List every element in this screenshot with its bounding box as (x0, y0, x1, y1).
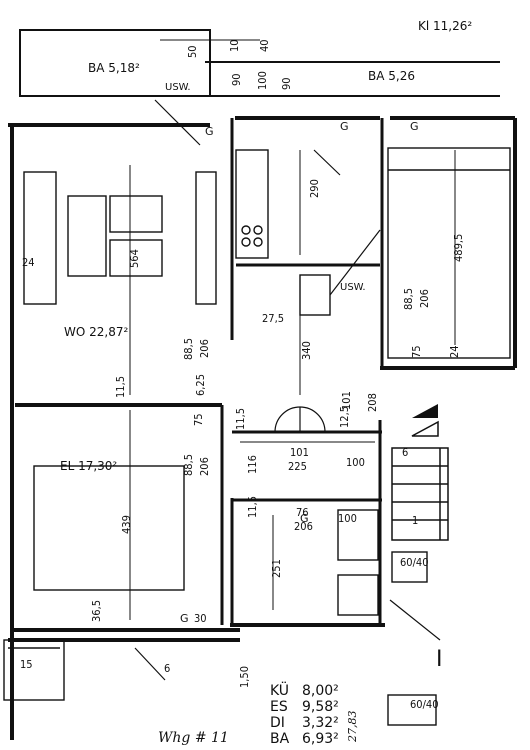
dim-125: 12,5 (338, 406, 351, 428)
dim-206c: 206 (198, 457, 211, 476)
area-total: 27,83 (346, 711, 359, 744)
dim-150: 1,50 (238, 666, 251, 688)
label-g-1: G (205, 125, 214, 138)
area-ku-code: KÜ (270, 681, 289, 699)
dim-101a: 101 (340, 391, 353, 410)
dim-365: 36,5 (90, 600, 103, 622)
furniture-outlines (3, 147, 511, 726)
dim-290: 290 (308, 179, 321, 198)
dim-6a: 6 (164, 662, 170, 675)
exterior-walls (8, 116, 517, 740)
dim-206b: 206 (198, 339, 211, 358)
door-swings (134, 99, 441, 681)
area-ba-code: BA (270, 731, 290, 747)
dim-225: 225 (288, 460, 307, 473)
dim-40: 40 (258, 39, 271, 52)
dim-100b: 100 (346, 456, 365, 469)
dim-90b: 90 (280, 77, 293, 90)
dim-6040b: 60/40 (410, 698, 439, 711)
dim-206a: 206 (418, 289, 431, 308)
dim-275a: 27,5 (262, 312, 284, 325)
area-ba-value: 6,93² (302, 731, 339, 747)
dim-75a: 75 (410, 345, 423, 358)
interior-walls (220, 118, 384, 625)
section-marker-outline (411, 420, 439, 437)
dim-101b: 101 (290, 446, 309, 459)
dim-50: 50 (186, 45, 199, 58)
dim-115a: 11,5 (114, 376, 127, 398)
dim-625: 6,25 (194, 374, 207, 396)
dim-1: 1 (412, 514, 418, 527)
room-el: EL 17,30² (60, 459, 117, 473)
section-marker-filled (412, 404, 438, 418)
room-usw-mid: USW. (340, 282, 366, 293)
dim-100: 100 (256, 71, 269, 90)
dim-10: 10 (228, 39, 241, 52)
dim-15: 15 (20, 658, 33, 671)
dimension-lines (129, 39, 456, 620)
dim-90: 90 (230, 73, 243, 86)
area-es-code: ES (270, 699, 288, 715)
dim-24b: 24 (448, 345, 461, 358)
footer-note: Whg # 11 (158, 730, 229, 746)
dim-6040a: 60/40 (400, 556, 429, 569)
dim-4895: 489,5 (452, 234, 465, 262)
dim-6b: 6 (402, 446, 408, 459)
dim-564: 564 (128, 249, 141, 268)
room-kl: Kl 11,26² (418, 19, 472, 33)
label-g-3: G (410, 120, 419, 133)
dim-30: 30 (194, 612, 207, 625)
dim-251: 251 (270, 559, 283, 578)
dim-340: 340 (300, 341, 313, 360)
dim-885c: 88,5 (182, 454, 195, 476)
stairs (391, 447, 449, 541)
marker-i: I (436, 647, 443, 672)
area-di-code: DI (270, 715, 285, 731)
room-usw-upper: USW. (165, 82, 191, 93)
balcony-upper-outline (19, 29, 500, 97)
label-g-4: G (180, 612, 189, 625)
dim-76: 76 (296, 506, 309, 519)
label-g-5: G (300, 512, 309, 525)
dim-115b: 11,5 (234, 408, 247, 430)
dim-206d: 206 (294, 520, 313, 533)
room-wo: WO 22,87² (64, 325, 128, 339)
dim-116: 116 (246, 455, 259, 474)
dim-439: 439 (120, 515, 133, 534)
dim-885a: 88,5 (402, 288, 415, 310)
dim-208: 208 (366, 393, 379, 412)
dim-75b: 75 (192, 413, 205, 426)
area-es-value: 9,58² (302, 699, 339, 715)
room-ba-upper-left: BA 5,18² (88, 61, 140, 75)
dim-24a: 24 (22, 256, 35, 269)
dim-885b: 88,5 (182, 338, 195, 360)
area-ku-value: 8,00² (302, 683, 339, 699)
label-g-2: G (340, 120, 349, 133)
area-list: KÜ 8,00² ES 9,58² DI 3,32² BA 6,93² 27,8… (270, 681, 359, 747)
room-ba-upper-right: BA 5,26 (368, 69, 415, 83)
dim-100c: 100 (338, 512, 357, 525)
dim-115c: 11,5 (246, 496, 259, 518)
area-di-value: 3,32² (302, 715, 339, 731)
